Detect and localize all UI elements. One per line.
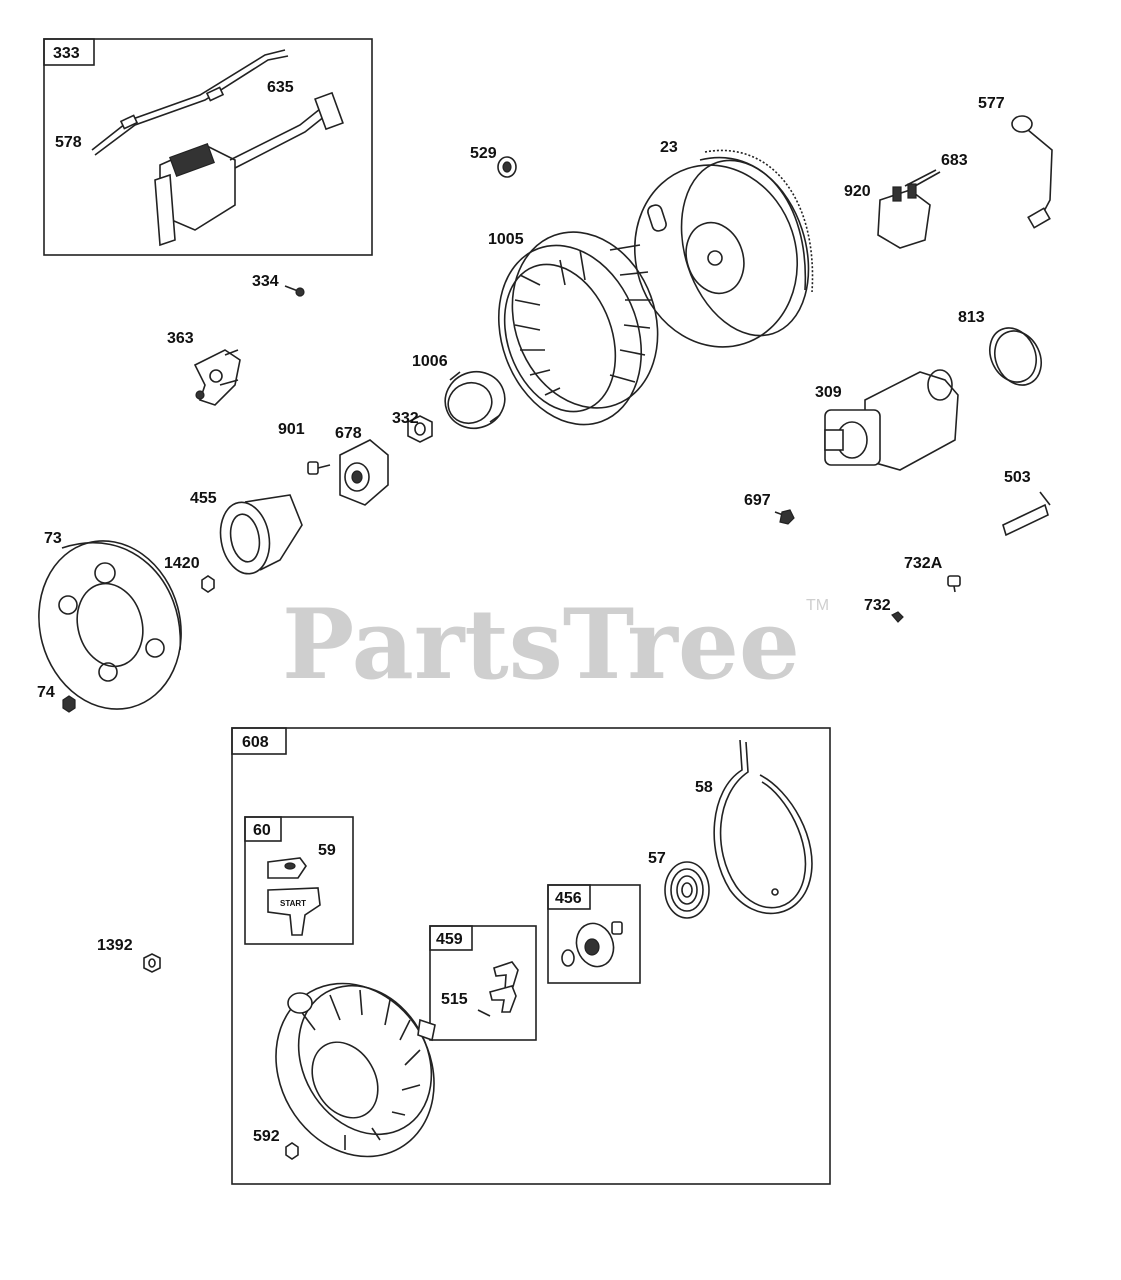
box-60-label: 60 bbox=[253, 822, 271, 839]
ignition-coil-part-635[interactable] bbox=[154, 91, 344, 247]
pawl-part-515[interactable] bbox=[477, 961, 519, 1017]
label-455: 455 bbox=[190, 490, 217, 507]
label-732A: 732A bbox=[904, 555, 943, 572]
label-59: 59 bbox=[318, 842, 336, 859]
label-901: 901 bbox=[278, 421, 305, 438]
label-732: 732 bbox=[864, 597, 891, 614]
label-309: 309 bbox=[815, 384, 842, 401]
box-456-label: 456 bbox=[555, 890, 582, 907]
box-459-label: 459 bbox=[436, 931, 463, 948]
label-592: 592 bbox=[253, 1128, 280, 1145]
label-577: 577 bbox=[978, 95, 1005, 112]
bracket-part-363[interactable] bbox=[193, 349, 241, 406]
label-363: 363 bbox=[167, 330, 194, 347]
cable-part-577[interactable] bbox=[1011, 115, 1053, 229]
label-334: 334 bbox=[252, 273, 279, 290]
spring-part-57[interactable] bbox=[664, 861, 710, 919]
nut-part-332[interactable] bbox=[407, 415, 433, 443]
box-459: 459 bbox=[429, 925, 537, 1041]
pulley-part-456[interactable] bbox=[561, 918, 623, 972]
ignition-wire-part-578[interactable] bbox=[91, 49, 289, 156]
box-333: 333 bbox=[43, 38, 373, 256]
handle-insert-part-59[interactable] bbox=[267, 857, 307, 879]
nut-part-1392[interactable] bbox=[143, 953, 161, 973]
fan-part-1005[interactable] bbox=[475, 211, 682, 444]
label-683: 683 bbox=[941, 152, 968, 169]
label-578: 578 bbox=[55, 134, 82, 151]
label-23: 23 bbox=[660, 139, 678, 156]
label-635: 635 bbox=[267, 79, 294, 96]
label-813: 813 bbox=[958, 309, 985, 326]
clutch-part-678[interactable] bbox=[339, 439, 389, 506]
label-1006: 1006 bbox=[412, 353, 448, 370]
screw-part-732[interactable] bbox=[891, 611, 904, 623]
label-678: 678 bbox=[335, 425, 362, 442]
label-57: 57 bbox=[648, 850, 666, 867]
bolt-part-697[interactable] bbox=[774, 509, 795, 525]
screen-part-1006[interactable] bbox=[437, 363, 513, 436]
grommet-part-529[interactable] bbox=[497, 156, 517, 178]
watermark-text: PartsTree bbox=[282, 588, 800, 701]
box-60: 60 bbox=[244, 816, 354, 945]
flywheel-part-23[interactable] bbox=[611, 144, 829, 368]
label-1420: 1420 bbox=[164, 555, 200, 572]
screw-part-74[interactable] bbox=[62, 695, 76, 713]
screw-part-334[interactable] bbox=[284, 285, 305, 297]
label-73: 73 bbox=[44, 530, 62, 547]
label-58: 58 bbox=[695, 779, 713, 796]
watermark-trademark: TM bbox=[806, 597, 829, 614]
label-74: 74 bbox=[37, 684, 55, 701]
label-1392: 1392 bbox=[97, 937, 133, 954]
box-608-label: 608 bbox=[242, 734, 269, 751]
solenoid-part-920[interactable] bbox=[877, 169, 941, 249]
starter-motor-part-309[interactable] bbox=[824, 369, 959, 471]
nut-part-592[interactable] bbox=[285, 1142, 299, 1160]
cup-part-455[interactable] bbox=[215, 494, 303, 578]
handle-start-text: START bbox=[280, 899, 306, 908]
bolt-part-732A[interactable] bbox=[947, 575, 961, 593]
rewind-housing[interactable] bbox=[245, 955, 465, 1186]
box-333-label: 333 bbox=[53, 45, 80, 62]
label-1005: 1005 bbox=[488, 231, 524, 248]
label-920: 920 bbox=[844, 183, 871, 200]
box-608: 608 bbox=[231, 727, 831, 1185]
label-697: 697 bbox=[744, 492, 771, 509]
box-456: 456 bbox=[547, 884, 641, 984]
rope-part-58[interactable] bbox=[713, 739, 813, 915]
starter-handle[interactable]: START bbox=[267, 887, 321, 936]
label-332: 332 bbox=[392, 410, 419, 427]
strap-part-813[interactable] bbox=[981, 320, 1050, 392]
bolt-part-901[interactable] bbox=[307, 461, 331, 475]
label-503: 503 bbox=[1004, 469, 1031, 486]
label-529: 529 bbox=[470, 145, 497, 162]
nut-part-1420[interactable] bbox=[201, 575, 215, 593]
plate-part-73[interactable] bbox=[20, 525, 199, 725]
label-515: 515 bbox=[441, 991, 468, 1008]
bracket-part-503[interactable] bbox=[1002, 491, 1051, 537]
